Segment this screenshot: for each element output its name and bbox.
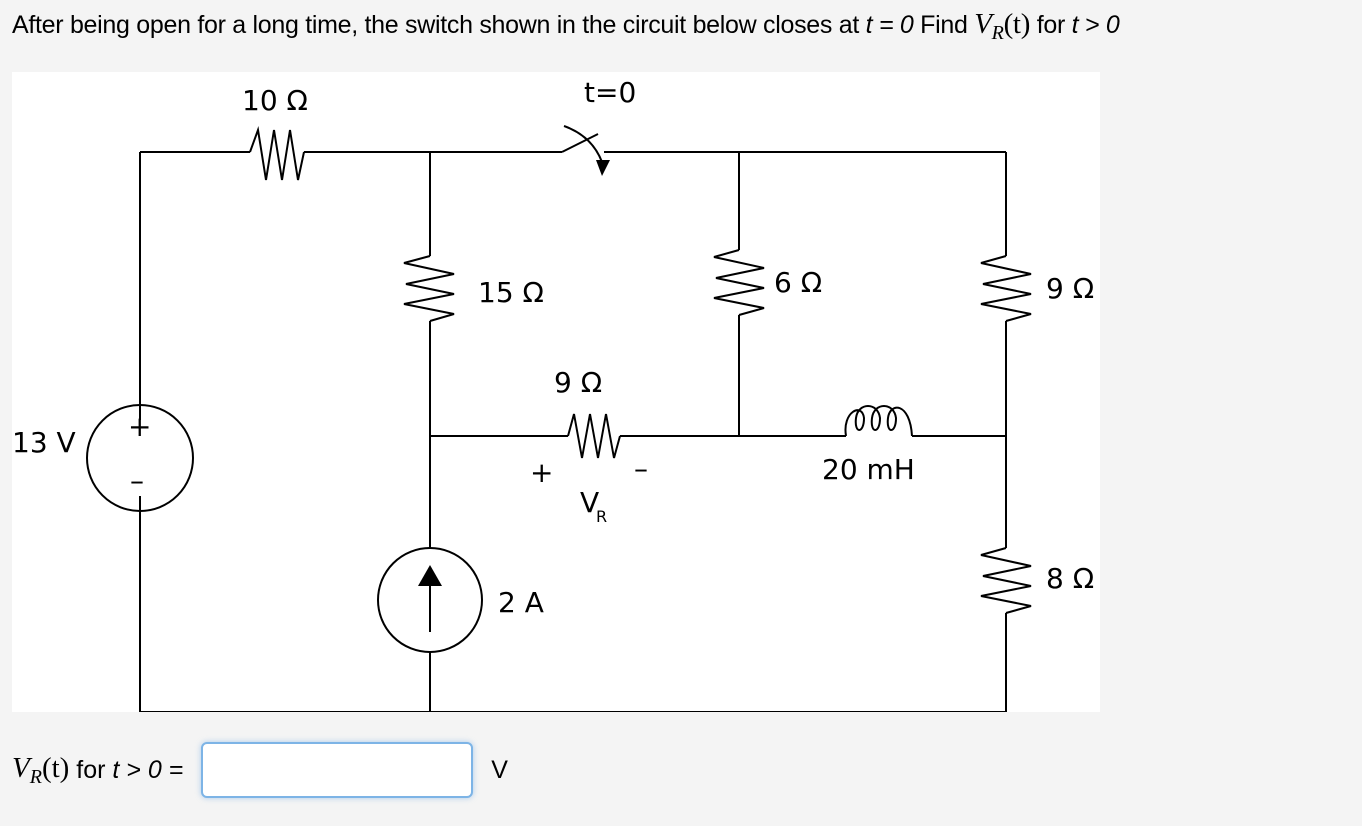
question-t-var: t bbox=[865, 11, 873, 39]
question-vr-math: VR(t) bbox=[974, 8, 1031, 44]
voltage-source-plus: + bbox=[128, 410, 151, 443]
vr-symbol: V bbox=[974, 8, 992, 40]
switch-label: t=0 bbox=[584, 76, 636, 109]
inductor-coil bbox=[844, 405, 913, 437]
resistor-vr-zigzag bbox=[567, 413, 621, 459]
voltage-source-minus: – bbox=[130, 464, 144, 497]
resistor-9r-label: 9 Ω bbox=[1046, 272, 1094, 305]
switch-arc bbox=[563, 125, 603, 163]
answer-vr-symbol: V bbox=[12, 751, 30, 784]
answer-unit: V bbox=[491, 755, 508, 784]
vr-sub: R bbox=[991, 22, 1004, 44]
answer-row: VR(t) for t > 0 = V bbox=[12, 740, 508, 800]
switch-blade bbox=[561, 133, 599, 153]
resistor-15-label: 15 Ω bbox=[478, 276, 544, 309]
switch-arrowhead bbox=[596, 160, 610, 176]
resistor-9r-zigzag bbox=[980, 255, 1032, 322]
question-eq-zero: = 0 bbox=[872, 11, 914, 39]
question-condition: t > 0 bbox=[1071, 11, 1120, 39]
resistor-vr-label: 9 Ω bbox=[554, 366, 602, 399]
question-prefix: After being open for a long time, the sw… bbox=[12, 11, 866, 39]
resistor-8-zigzag bbox=[980, 547, 1032, 614]
answer-vr-arg: (t) bbox=[41, 751, 70, 784]
resistor-vr-plus: + bbox=[530, 456, 553, 489]
vr-voltage-label: V bbox=[580, 486, 599, 519]
resistor-6-label: 6 Ω bbox=[774, 266, 822, 299]
answer-label-for: for bbox=[69, 755, 113, 784]
voltage-source-label: 13 V bbox=[12, 426, 76, 459]
current-source-arrowhead bbox=[418, 565, 442, 586]
answer-label-condition: t > 0 = bbox=[112, 755, 184, 784]
circuit-svg: 10 Ω t=0 15 Ω 6 Ω 9 Ω 9 Ω + – V R 20 mH … bbox=[12, 76, 1094, 712]
vr-voltage-sub: R bbox=[596, 507, 607, 526]
answer-vr-sub: R bbox=[29, 765, 42, 788]
answer-label-math: VR(t) bbox=[12, 752, 69, 789]
resistor-15-zigzag bbox=[403, 255, 455, 322]
circuit-diagram: 10 Ω t=0 15 Ω 6 Ω 9 Ω 9 Ω + – V R 20 mH … bbox=[12, 72, 1100, 712]
resistor-8-label: 8 Ω bbox=[1046, 562, 1094, 595]
resistor-6-zigzag bbox=[713, 249, 765, 316]
resistor-vr-minus: – bbox=[634, 452, 648, 485]
answer-input[interactable] bbox=[201, 742, 474, 798]
current-source-label: 2 A bbox=[498, 586, 544, 619]
question-find: Find bbox=[913, 11, 975, 39]
voltage-source-circle bbox=[86, 404, 194, 512]
resistor-10-label: 10 Ω bbox=[242, 84, 308, 117]
resistor-10-zigzag bbox=[249, 126, 305, 181]
question-for: for bbox=[1030, 11, 1072, 39]
question-text: After being open for a long time, the sw… bbox=[12, 8, 1120, 45]
vr-arg: (t) bbox=[1003, 8, 1031, 40]
inductor-label: 20 mH bbox=[822, 453, 915, 486]
